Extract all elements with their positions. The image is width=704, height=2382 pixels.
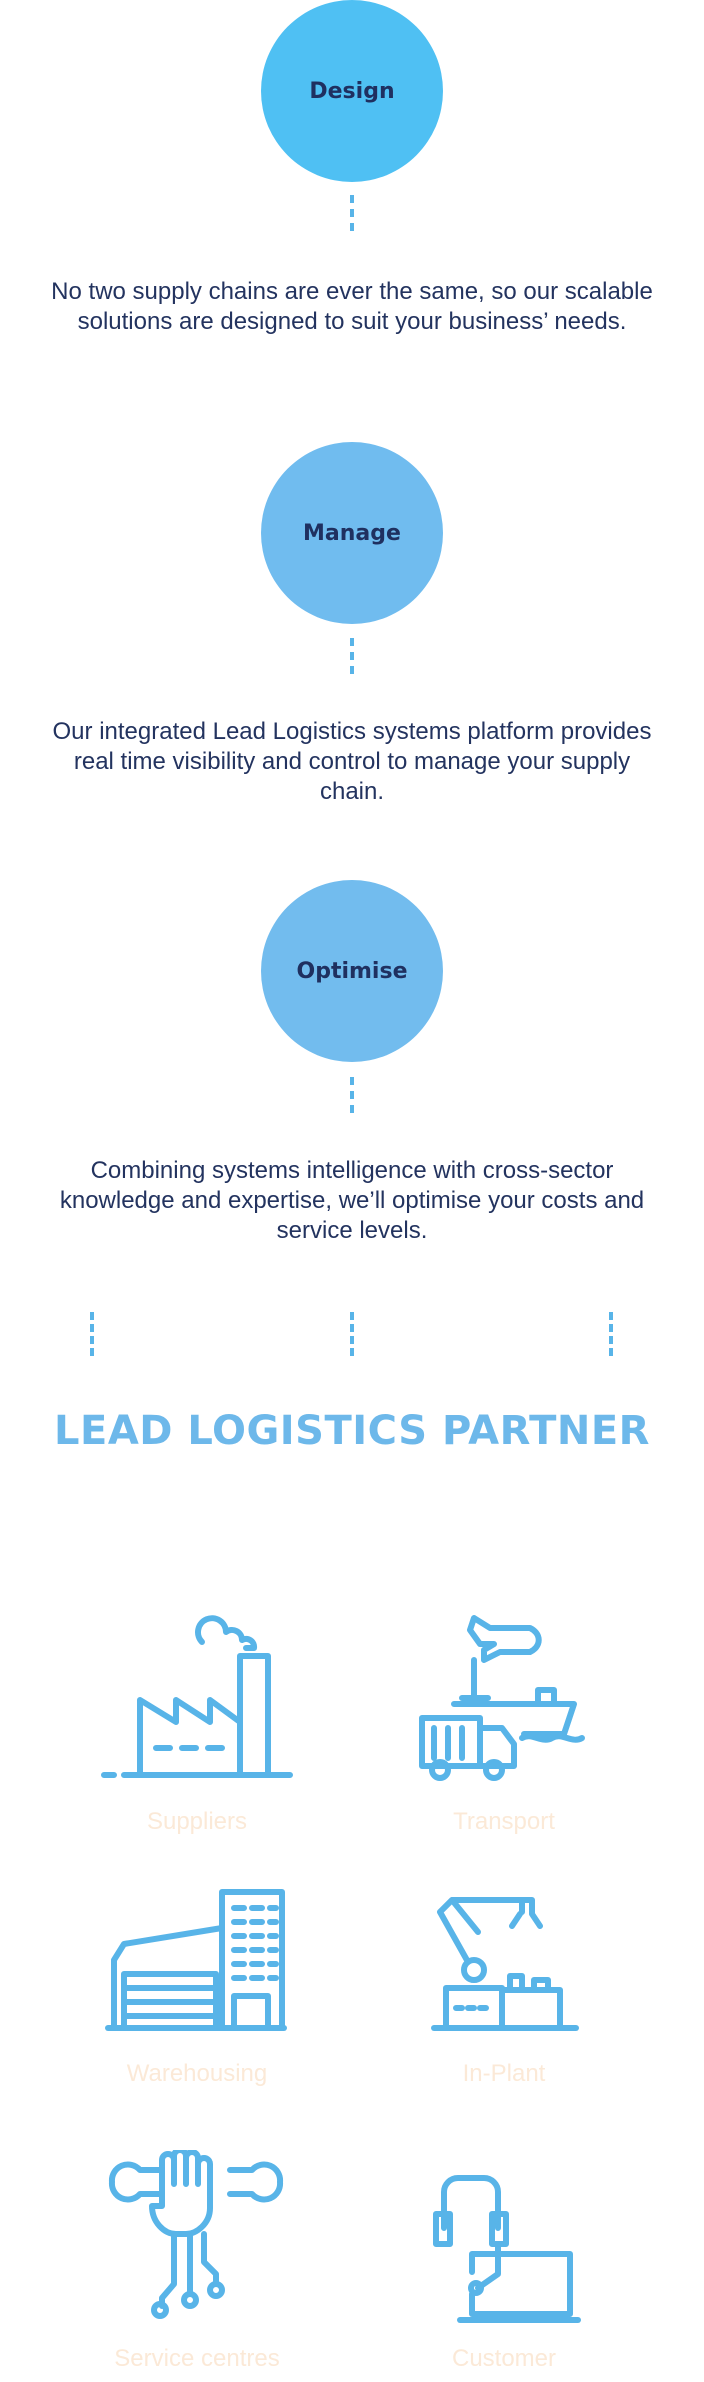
step-title: Design — [309, 78, 395, 104]
service-label-warehousing: Warehousing — [126, 2060, 268, 2087]
step-circle-optimise: Optimise — [261, 880, 443, 1062]
connector-dash-center — [350, 1312, 354, 1356]
transport-icon — [419, 1615, 585, 1781]
step-title: Optimise — [296, 958, 408, 984]
connector-dash — [350, 195, 354, 231]
warehouse-icon — [105, 1889, 287, 2031]
robot-arm-icon — [431, 1897, 579, 2031]
service-label-in-plant: In-Plant — [462, 2060, 546, 2087]
connector-dash — [350, 1077, 354, 1113]
service-label-suppliers: Suppliers — [146, 1808, 248, 1835]
service-label-transport: Transport — [453, 1808, 555, 1835]
headset-laptop-icon — [433, 2175, 581, 2323]
partner-title: LEAD LOGISTICS PARTNER — [54, 1408, 650, 1454]
step-circle-design: Design — [261, 0, 443, 182]
step-description: Combining systems intelligence with cros… — [59, 1157, 645, 1244]
step-circle-manage: Manage — [261, 442, 443, 624]
service-label-service-centres: Service centres — [114, 2345, 280, 2372]
step-description: Our integrated Lead Logistics systems pl… — [52, 718, 652, 805]
factory-icon — [101, 1615, 293, 1778]
step-title: Manage — [303, 520, 401, 546]
step-description: No two supply chains are ever the same, … — [51, 278, 653, 335]
connector-dash — [350, 638, 354, 674]
service-label-customer: Customer — [451, 2345, 557, 2372]
wrench-hand-icon — [108, 2150, 284, 2319]
connector-dash-left — [90, 1312, 94, 1356]
connector-dash-right — [609, 1312, 613, 1356]
